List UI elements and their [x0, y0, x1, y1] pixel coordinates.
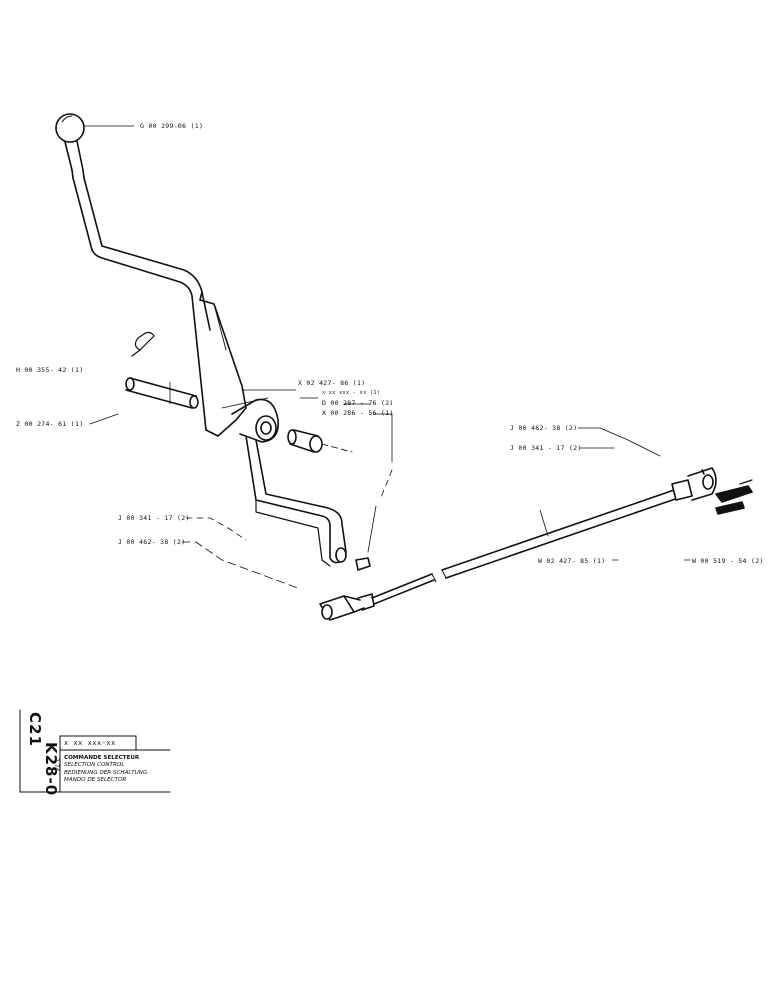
label-rod: W 02 427- 85 (1): [538, 557, 606, 565]
label-bushing: D 00 287 - 76 (2): [322, 399, 394, 407]
title-lines: COMMANDE SELECTEUR SELECTION CONTROL BED…: [64, 755, 147, 785]
date-code: 2.74: [53, 758, 60, 772]
pivot-boss: [231, 398, 279, 443]
lever-shaft: [64, 140, 211, 431]
control-rod-part: [371, 487, 685, 605]
clip-part: [715, 479, 753, 515]
title-line-de: BEDIENUNG DER SCHALTUNG: [64, 769, 148, 776]
right-clevis-part: [671, 467, 717, 501]
bushing-part: [287, 429, 353, 453]
title-line-en: SELECTION CONTROL: [64, 762, 125, 769]
nut-part: [355, 557, 371, 571]
label-clevis-left: J 00 462- 38 (2): [118, 538, 186, 546]
label-lever-sub: x xx xxx - xx (1): [322, 390, 381, 396]
title-line-es: MANDO DE SELECTOR: [64, 777, 127, 784]
label-knob: G 00 299-06 (1): [140, 122, 204, 130]
leader-lines: [83, 125, 691, 589]
left-clevis-part: [319, 593, 375, 621]
label-cotter-pin: H 00 355- 42 (1): [16, 366, 84, 374]
pivot-pin-part: [125, 377, 199, 409]
serial-range: x xx xxx-xx: [64, 739, 116, 747]
label-clip: W 00 519 - 54 (2): [692, 557, 764, 565]
label-locknut-left: J 00 341 - 17 (2): [118, 514, 190, 522]
label-pivot-pin: Z 00 274- 61 (1): [16, 420, 84, 428]
cotter-pin-part: [131, 331, 155, 357]
label-clevis-right: J 00 462- 38 (2): [510, 424, 578, 432]
label-nut: X 00 286 - 56 (1): [322, 409, 394, 417]
label-lever: X 02 427- 86 (1): [298, 379, 366, 387]
label-locknut-right: J 00 341 - 17 (2): [510, 444, 582, 452]
title-line-fr: COMMANDE SELECTEUR: [64, 755, 140, 761]
knob-part: [55, 113, 85, 143]
lower-lever-arm: [245, 435, 347, 567]
lever-plate: [199, 291, 247, 437]
title-block-frame: [19, 709, 171, 793]
